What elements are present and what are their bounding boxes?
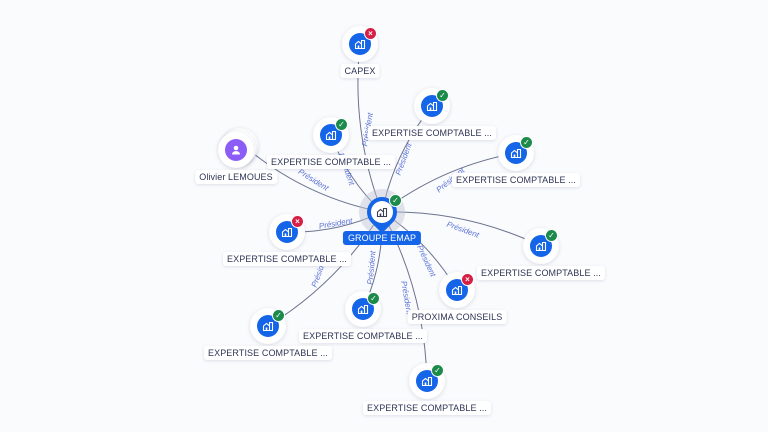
node-label: EXPERTISE COMPTABLE ...	[267, 155, 395, 169]
edge-label-president: Président	[297, 167, 331, 193]
inactive-status-badge: ×	[364, 27, 377, 40]
edge-company-9	[381, 211, 428, 382]
node-label: Olivier LEMOUES	[195, 170, 277, 184]
edge-label-president: Président	[366, 250, 378, 285]
edge-label-president: Président	[318, 216, 354, 231]
person-icon	[225, 139, 247, 161]
active-status-badge: ✓	[335, 118, 348, 131]
node-label: EXPERTISE COMPTABLE ...	[204, 346, 332, 360]
node-label: EXPERTISE COMPTABLE ...	[299, 329, 427, 343]
building-icon	[371, 201, 393, 223]
node-label: EXPERTISE COMPTABLE ...	[363, 401, 491, 415]
active-status-badge: ✓	[272, 309, 285, 322]
node-label: EXPERTISE COMPTABLE ...	[223, 252, 351, 266]
edge-label-president: Président	[415, 244, 438, 279]
node-label: CAPEX	[340, 64, 380, 78]
active-status-badge: ✓	[367, 292, 380, 305]
active-status-badge: ✓	[520, 136, 533, 149]
active-status-badge: ✓	[436, 89, 449, 102]
edge-label-president: Président	[394, 141, 414, 177]
active-status-badge: ✓	[545, 229, 558, 242]
active-status-badge: ✓	[431, 364, 444, 377]
node-label: GROUPE EMAP	[342, 231, 422, 245]
node-label: PROXIMA CONSEILS	[407, 310, 507, 324]
inactive-status-badge: ×	[461, 273, 474, 286]
node-label: EXPERTISE COMPTABLE ...	[477, 266, 605, 280]
inactive-status-badge: ×	[291, 215, 304, 228]
node-label: EXPERTISE COMPTABLE ...	[452, 173, 580, 187]
active-status-badge: ✓	[389, 194, 402, 207]
node-label: EXPERTISE COMPTABLE ...	[368, 126, 496, 140]
